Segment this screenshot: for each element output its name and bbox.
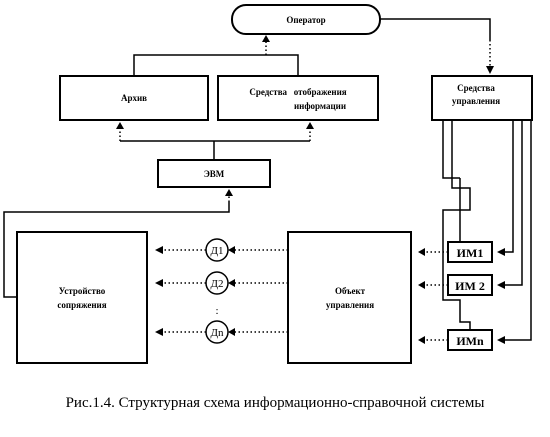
archive-node: Архив [59, 75, 209, 121]
display-means-label-line2: информации [294, 101, 346, 111]
control-means-node: Средства управления [431, 75, 533, 121]
sensor-d1-label: Д1 [210, 245, 223, 257]
sensor-dn-label: Дn [210, 327, 224, 339]
display-means-node: Средства отображения информации [217, 75, 379, 121]
coupling-device-node: Устройство сопряжения [16, 231, 148, 364]
coupling-to-computer [3, 189, 233, 298]
sensor-d2-label: Д2 [210, 278, 223, 290]
actuator-im2-label: ИМ 2 [455, 279, 485, 293]
actuator-imn-node: ИМn [447, 329, 493, 351]
actuator-im1-label: ИМ1 [457, 246, 484, 260]
display-means-label-line1: Средства отображения [249, 87, 346, 97]
operator-connectors [133, 18, 494, 76]
figure-caption: Рис.1.4. Структурная схема информационно… [66, 395, 485, 411]
computer-node: ЭВМ [157, 159, 271, 188]
coupling-device-label-line1: Устройство [59, 286, 106, 296]
sensor-d1-node: Д1 [205, 238, 229, 262]
actuator-signal-lines [418, 248, 448, 344]
sensor-dn-node: Дn [205, 320, 229, 344]
sensor-d2-node: Д2 [205, 271, 229, 295]
actuator-imn-label: ИМn [456, 334, 484, 348]
actuator-im2-node: ИМ 2 [447, 274, 493, 296]
computer-label: ЭВМ [204, 169, 225, 179]
control-means-label-line2: управления [452, 96, 500, 106]
sensor-signal-lines [155, 246, 288, 336]
sensor-ellipsis: : [215, 305, 218, 317]
actuator-im1-node: ИМ1 [447, 241, 493, 263]
archive-label: Архив [121, 93, 147, 103]
operator-node: Оператор [231, 4, 381, 35]
control-object-label-line1: Объект [335, 286, 366, 296]
coupling-device-label-line2: сопряжения [57, 300, 106, 310]
operator-label: Оператор [286, 15, 325, 25]
control-object-label-line2: управления [326, 300, 374, 310]
control-object-node: Объект управления [287, 231, 412, 364]
control-means-label-line1: Средства [457, 83, 495, 93]
computer-connectors [116, 122, 314, 160]
control-to-actuators [442, 120, 532, 344]
